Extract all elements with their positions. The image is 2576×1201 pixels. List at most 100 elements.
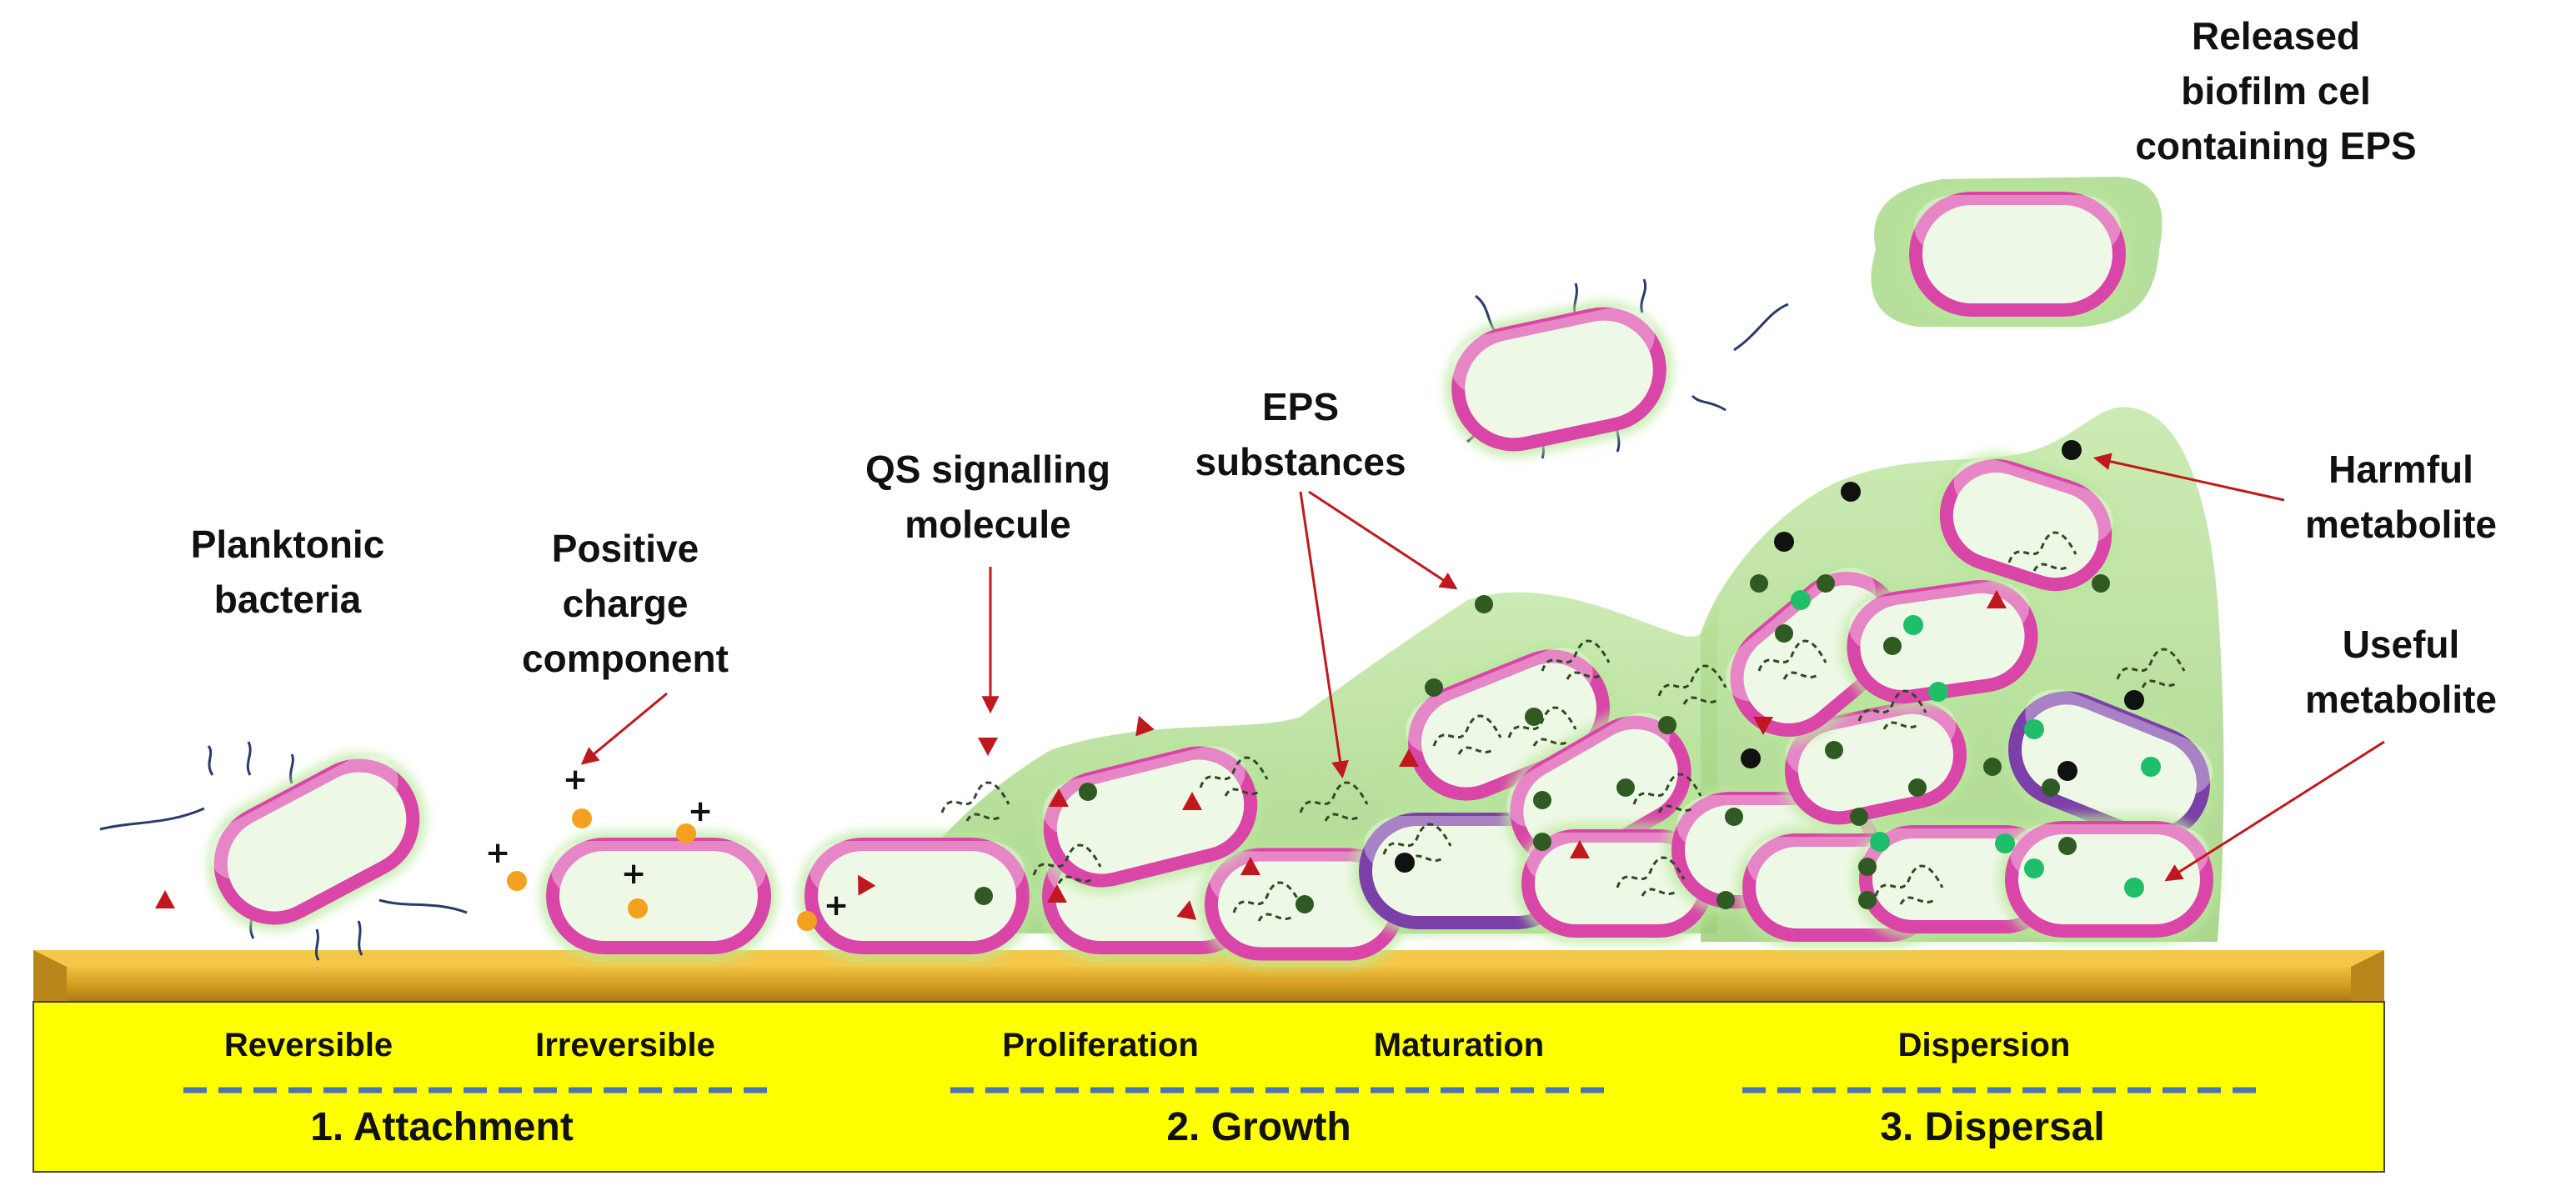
label-released-cell: Released biofilm cel containing EPS <box>2135 14 2417 168</box>
charge-dot <box>628 898 648 918</box>
qs-signal-triangle <box>1753 717 1773 735</box>
qs-signal-triangle <box>858 874 876 896</box>
metabolite-dot <box>1079 783 1097 801</box>
qs-signal-triangle <box>978 738 998 756</box>
plus-sign: + <box>485 836 510 870</box>
eps-strand <box>1657 664 1727 705</box>
phase-dispersal: 3. Dispersal <box>1880 1105 2105 1149</box>
eps-strand <box>1232 881 1302 922</box>
useful-metabolite-dot <box>1870 832 1890 852</box>
label-useful-metabolite: Useful metabolite <box>2304 623 2498 721</box>
metabolite-dot <box>2042 778 2060 797</box>
bacterium-cell <box>2002 684 2217 849</box>
metabolite-dot <box>1858 891 1877 909</box>
stage-maturation: Maturation <box>1373 1027 1545 1063</box>
harmful-metabolite-dot <box>2062 440 2082 460</box>
metabolite-dots <box>155 440 2161 931</box>
eps-strand <box>2116 648 2186 688</box>
bacterium-cell <box>798 831 1036 961</box>
useful-metabolite-dot <box>1903 615 1923 635</box>
label-planktonic-bacteria: Planktonic bacteria <box>190 523 385 621</box>
bacterium-cell <box>1932 452 2119 598</box>
metabolite-dot <box>1825 741 1843 759</box>
harmful-metabolite-dot <box>1395 853 1415 873</box>
charge-dot <box>507 871 527 891</box>
metabolite-dot <box>1533 833 1551 851</box>
eps-strand <box>940 781 1010 822</box>
metabolite-dot <box>1817 574 1835 593</box>
harmful-metabolite-dot <box>2124 690 2144 710</box>
bacterium-cell <box>207 752 427 932</box>
useful-metabolite-dot <box>2124 878 2144 898</box>
label-harmful-metabolite: Harmful metabolite <box>2304 448 2498 546</box>
flagella <box>99 278 1789 961</box>
label-eps-substances: EPS substances <box>1195 385 1406 483</box>
qs-signal-triangle <box>155 890 175 908</box>
metabolite-dot <box>2092 574 2110 593</box>
eps-strand <box>1874 864 1944 905</box>
qs-signal-triangle <box>1047 884 1067 903</box>
harmful-metabolite-dot <box>1774 532 1794 552</box>
eps-strand <box>1632 773 1702 813</box>
charge-dot <box>676 823 696 843</box>
metabolite-dot <box>2058 837 2077 855</box>
stage-band <box>33 1001 2385 1173</box>
plus-sign: + <box>563 763 588 797</box>
metabolite-dot <box>1908 778 1927 797</box>
bacteria-cells <box>207 185 2220 968</box>
plus-sign: + <box>824 888 849 923</box>
metabolite-dot <box>1850 808 1868 826</box>
plus-sign: + <box>621 857 646 891</box>
label-qs-signalling: QS signalling molecule <box>865 448 1110 546</box>
label-positive-charge: Positive charge component <box>522 527 729 680</box>
bacterium-cell <box>1036 739 1265 894</box>
stage-dispersion: Dispersion <box>1897 1027 2071 1063</box>
metabolite-dot <box>1750 574 1768 593</box>
metabolite-dot <box>1775 624 1793 643</box>
metabolite-dot <box>1296 895 1314 913</box>
eps-strand <box>1616 856 1686 897</box>
stage-proliferation: Proliferation <box>1002 1027 1199 1063</box>
qs-signal-triangle <box>1049 788 1069 807</box>
useful-metabolite-dot <box>2024 858 2044 878</box>
qs-signal-triangle <box>1240 857 1260 875</box>
annotation-arrows <box>580 453 2385 882</box>
qs-signal-triangle <box>1987 590 2007 608</box>
bacterium-cell <box>539 831 778 961</box>
metabolite-dot <box>1725 808 1743 826</box>
useful-metabolite-dot <box>2024 719 2044 739</box>
eps-strand <box>1199 756 1269 797</box>
metabolite-dot <box>1425 678 1443 697</box>
stage-irreversible: Irreversible <box>535 1027 715 1063</box>
useful-metabolite-dot <box>2141 757 2161 777</box>
bacterium-cell <box>1902 185 2132 323</box>
eps-strands <box>940 531 2186 922</box>
charge-dot <box>572 808 592 828</box>
phase-attachment: 1. Attachment <box>310 1105 574 1149</box>
harmful-metabolite-dot <box>1741 748 1761 768</box>
eps-strand <box>2007 531 2077 572</box>
harmful-metabolite-dot <box>1841 482 1861 502</box>
useful-metabolite-dot <box>1995 833 2015 853</box>
qs-signal-triangle <box>1399 748 1419 767</box>
harmful-metabolite-dot <box>2057 761 2077 781</box>
metabolite-dot <box>1858 858 1877 876</box>
eps-strand <box>1032 843 1102 884</box>
positive-charges: + + + + + <box>485 763 849 923</box>
eps-strand <box>1541 639 1611 680</box>
metabolite-dot <box>1525 708 1543 726</box>
eps-strand <box>1299 781 1369 822</box>
qs-signal-triangle <box>1182 792 1202 810</box>
metabolite-dot <box>1475 595 1493 613</box>
phase-growth: 2. Growth <box>1166 1105 1351 1149</box>
metabolite-dot <box>1983 758 2002 776</box>
qs-signal-triangle <box>1176 900 1197 920</box>
metabolite-dot <box>1533 791 1551 809</box>
metabolite-dot <box>1658 716 1676 734</box>
stage-reversible: Reversible <box>223 1027 393 1063</box>
useful-metabolite-dot <box>1928 682 1948 702</box>
eps-strand <box>1757 639 1827 680</box>
eps-strand <box>1857 689 1927 730</box>
qs-signal-triangle <box>1135 715 1155 737</box>
